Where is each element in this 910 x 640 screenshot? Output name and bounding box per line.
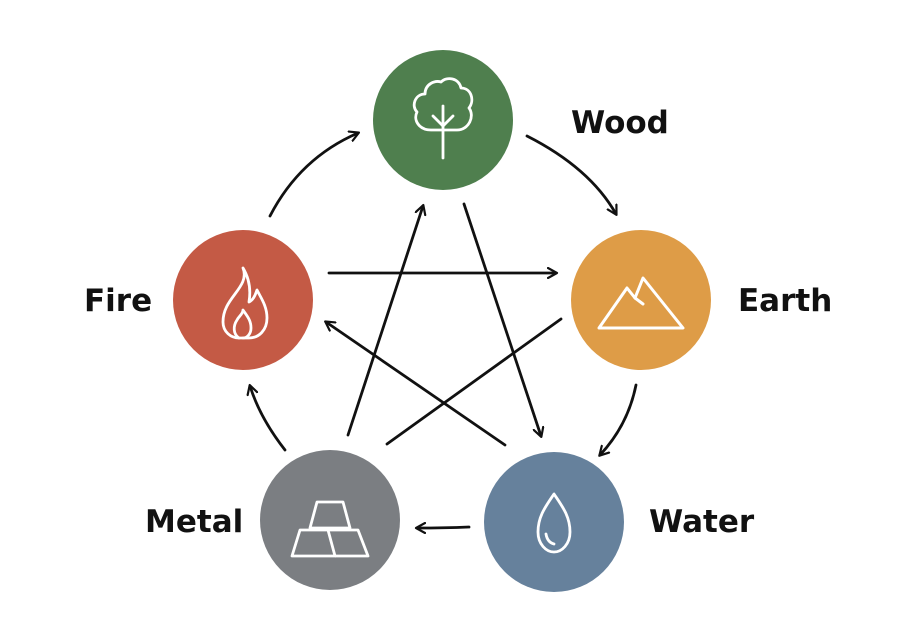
mountain-icon: [597, 276, 685, 330]
fire-node: [173, 230, 313, 370]
arrow-metal-to-wood: [346, 206, 423, 437]
arrow-water-to-metal: [417, 527, 471, 528]
tree-icon: [412, 77, 474, 160]
arrow-water-to-fire: [326, 322, 507, 447]
earth-node: [571, 230, 711, 370]
label-fire: Fire: [84, 283, 153, 319]
label-water: Water: [649, 504, 755, 540]
arrow-wood-to-water: [462, 202, 541, 436]
arrow-metal-to-fire: [250, 386, 287, 452]
water-node: [484, 452, 624, 592]
gold-bars-icon: [290, 500, 370, 558]
arrow-wood-to-earth: [525, 134, 616, 214]
label-earth: Earth: [738, 283, 833, 319]
label-metal: Metal: [145, 504, 244, 540]
flame-icon: [221, 266, 269, 340]
label-wood: Wood: [571, 105, 669, 141]
arrow-fire-to-wood: [268, 133, 358, 218]
line-earth-to-metal: [385, 317, 563, 446]
droplet-icon: [536, 492, 572, 554]
arrow-earth-to-water: [600, 383, 638, 455]
metal-node: [260, 450, 400, 590]
wood-node: [373, 50, 513, 190]
